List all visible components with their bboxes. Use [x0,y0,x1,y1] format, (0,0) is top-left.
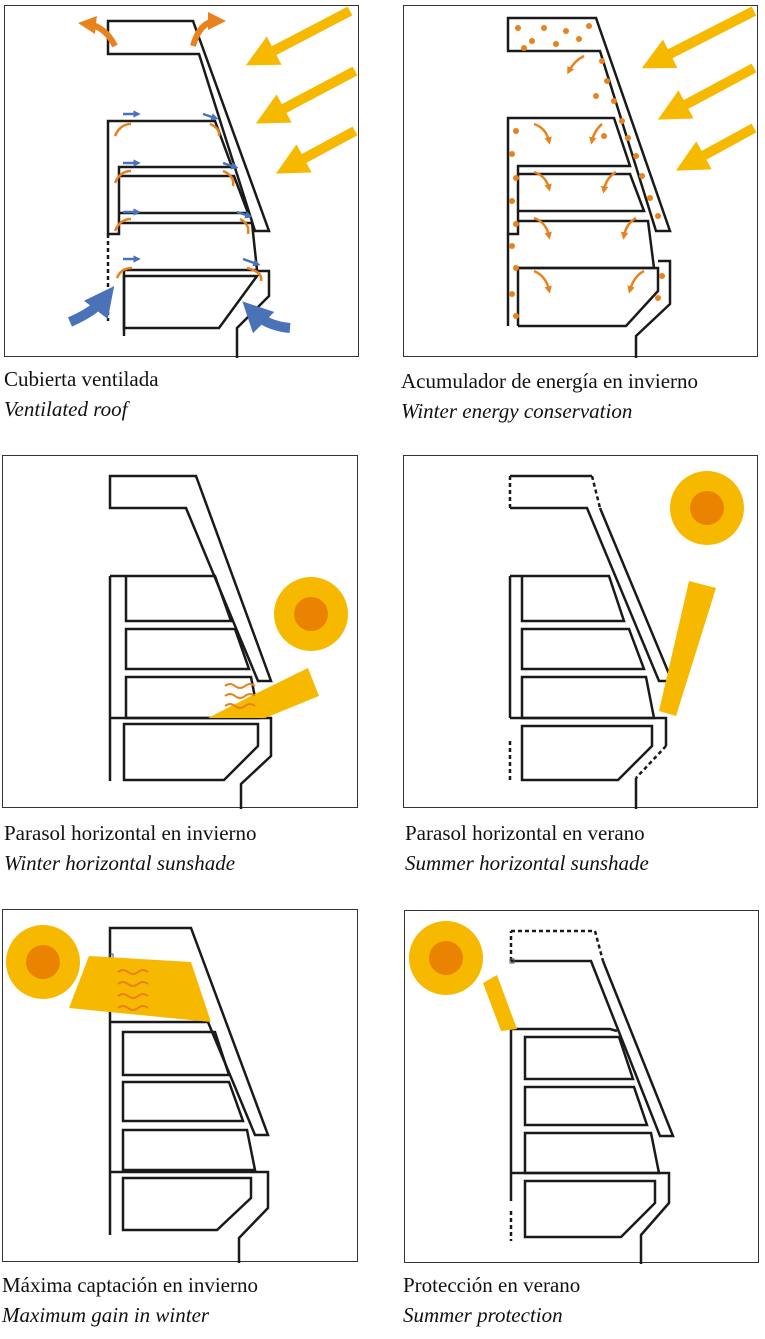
sun-ray-3 [275,126,358,174]
caption-ventilated-roof: Cubierta ventilada Ventilated roof [4,364,159,424]
sun-beam [208,668,319,718]
diagram-winter-horizontal-sunshade [2,455,358,809]
warm-exhaust-right [190,12,226,47]
diagram-summer-protection [404,910,759,1264]
diagram-maximum-gain-in-winter [2,909,358,1263]
caption-maximum-gain-in-winter: Máxima captación en invierno Maximum gai… [2,1270,258,1330]
caption-winter-energy-conservation: Acumulador de energía en invierno Winter… [401,366,698,426]
caption-english: Ventilated roof [4,397,128,421]
floor-slab-2 [119,174,250,215]
caption-spanish: Máxima captación en invierno [2,1273,258,1297]
caption-english: Summer horizontal sunshade [405,851,649,875]
caption-english: Summer protection [403,1303,563,1327]
caption-english: Winter horizontal sunshade [4,851,236,875]
ground-floor-room [122,274,260,330]
cool-intake-right [242,301,291,334]
caption-winter-horizontal-sunshade: Parasol horizontal en invierno Winter ho… [4,818,257,878]
sun-core [294,597,328,631]
diagram-summer-horizontal-sunshade [403,455,758,809]
heat-dots [509,23,665,319]
caption-english: Winter energy conservation [401,399,633,423]
sun-ray-1 [245,6,353,66]
caption-spanish: Protección en verano [403,1273,581,1297]
caption-summer-horizontal-sunshade: Parasol horizontal en verano Summer hori… [405,818,649,878]
caption-english: Maximum gain in winter [2,1303,210,1327]
caption-summer-protection: Protección en verano Summer protection [403,1270,580,1330]
diagram-winter-energy-conservation [403,5,758,358]
heat-waves [224,683,256,709]
caption-spanish: Parasol horizontal en verano [405,821,645,845]
caption-spanish: Acumulador de energía en invierno [401,369,699,393]
caption-spanish: Cubierta ventilada [4,367,159,391]
caption-spanish: Parasol horizontal en invierno [4,821,257,845]
base-wall [235,269,271,358]
diagram-ventilated-roof [4,5,359,358]
floor-slab-1 [106,119,234,236]
cool-intake-left [67,286,115,327]
warm-exhaust-left [78,16,118,48]
roof-cap-outline [106,19,271,233]
floor-slab-3 [119,221,259,336]
sun-ray-2 [255,66,358,124]
